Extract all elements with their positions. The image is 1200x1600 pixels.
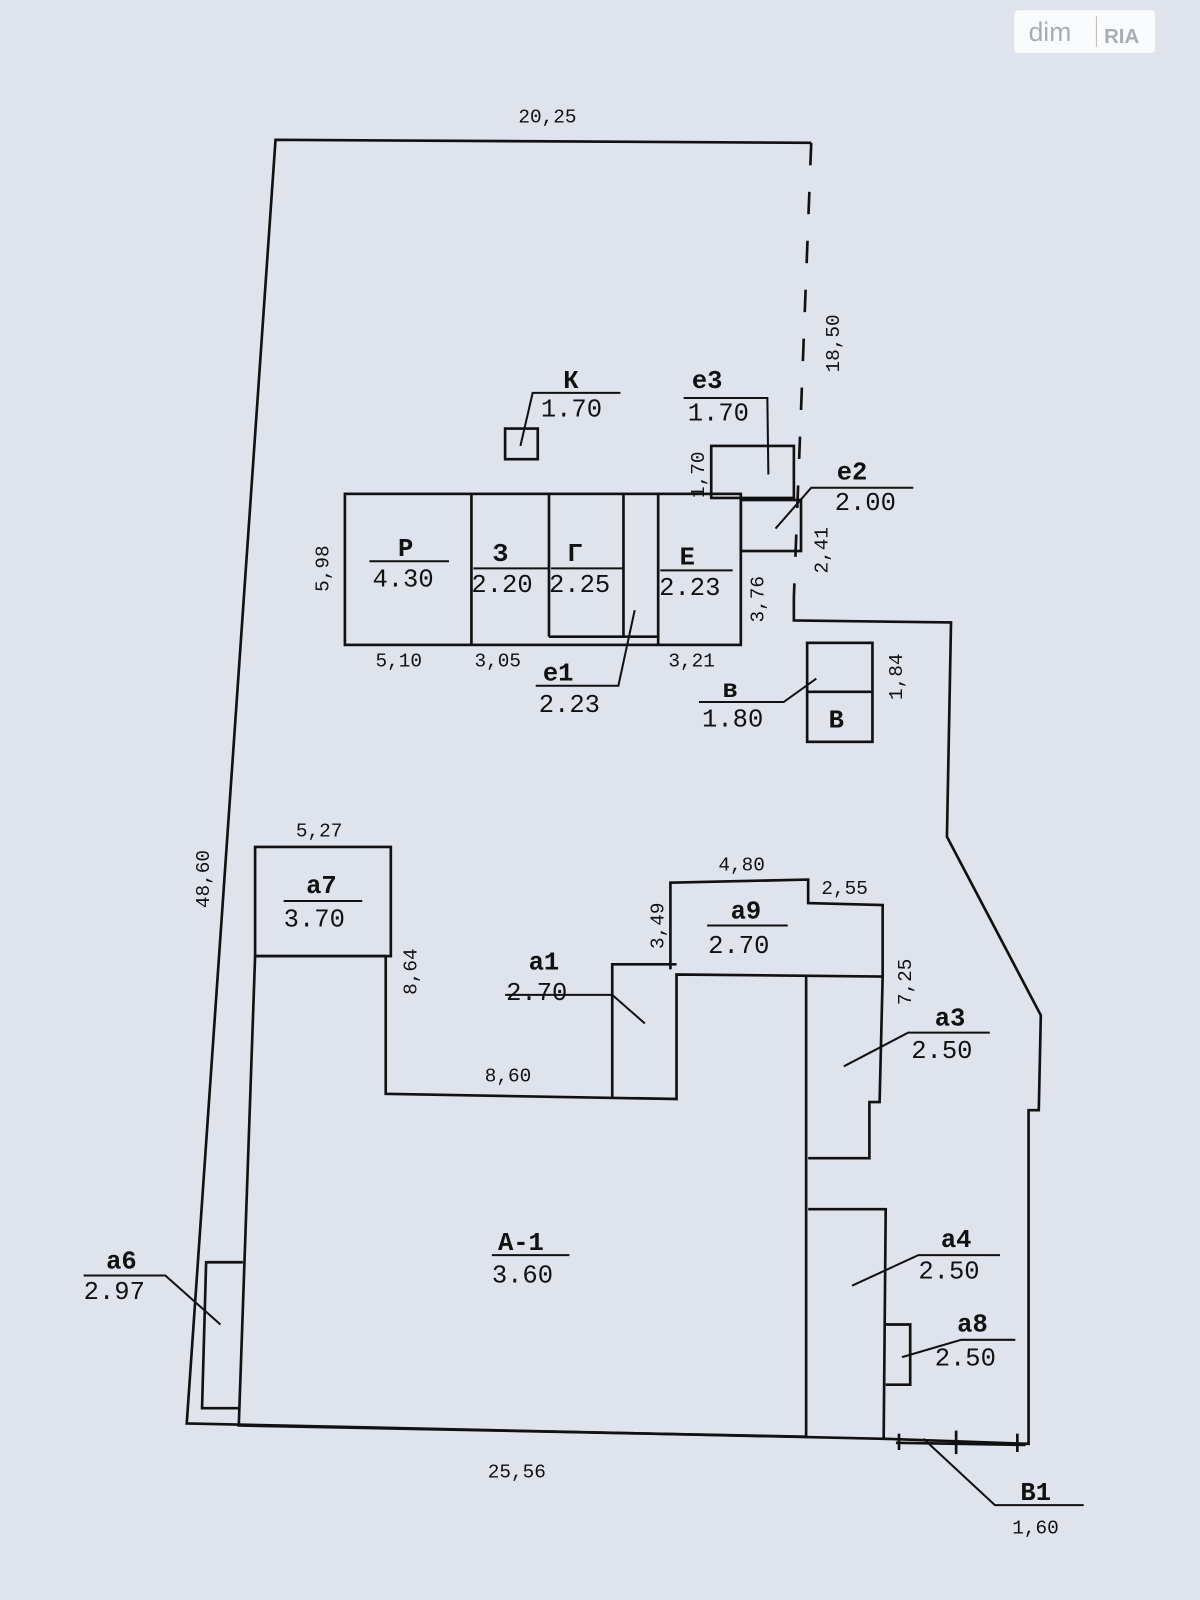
- label-a1: а1: [529, 948, 560, 977]
- height-a9: 2.70: [708, 932, 769, 961]
- dim-left: 48,60: [193, 850, 215, 908]
- dim-a7-height: 8,64: [400, 948, 422, 995]
- dim-e-width: 3,21: [668, 650, 715, 672]
- height-a4: 2.50: [918, 1258, 979, 1287]
- height-e: 2.23: [659, 574, 720, 603]
- dim-z-width: 3,05: [474, 650, 521, 672]
- label-z: З: [493, 540, 508, 569]
- height-z: 2.20: [471, 571, 532, 600]
- height-a3: 2.50: [911, 1037, 972, 1066]
- dim-a7-width: 5,27: [296, 821, 343, 843]
- dim-a9-width: 4,80: [718, 854, 765, 876]
- watermark-logo: dim RIA: [1014, 10, 1156, 54]
- label-v: В: [829, 707, 844, 736]
- outbuildings: [343, 427, 874, 744]
- dim-e-height: 3,76: [747, 576, 769, 623]
- label-p: Р: [398, 535, 413, 564]
- label-a6: а6: [106, 1247, 137, 1276]
- label-g: Г: [567, 540, 582, 569]
- label-v-small: в: [722, 676, 737, 705]
- height-g: 2.25: [549, 571, 610, 600]
- dim-p-height: 5,98: [313, 545, 335, 592]
- height-k: 1.70: [541, 395, 602, 424]
- dim-e3-height: 1,70: [688, 451, 710, 498]
- dim-top: 20,25: [518, 106, 576, 128]
- height-e2: 2.00: [835, 489, 896, 518]
- height-p: 4.30: [372, 566, 433, 595]
- dim-right: 18,50: [823, 314, 845, 372]
- label-e1: е1: [543, 660, 574, 689]
- dim-a9-height: 3,49: [647, 902, 669, 949]
- dim-a9-step: 2,55: [821, 878, 868, 900]
- height-v-small: 1.80: [702, 706, 763, 735]
- label-a4: а4: [941, 1226, 972, 1255]
- label-a8: а8: [957, 1311, 988, 1340]
- height-a8: 2.50: [935, 1344, 996, 1373]
- dim-a3-height: 7,25: [895, 959, 917, 1006]
- svg-text:RIA: RIA: [1104, 26, 1139, 48]
- dim-p-width: 5,10: [376, 650, 423, 672]
- dim-bottom: 25,56: [488, 1462, 546, 1484]
- height-a1: 2.70: [506, 979, 567, 1008]
- label-a7: а7: [306, 872, 337, 901]
- dim-v-height: 1,84: [886, 653, 908, 700]
- height-a-main: 3.60: [492, 1262, 553, 1291]
- height-a7: 3.70: [284, 906, 345, 935]
- label-a9: а9: [731, 897, 762, 926]
- main-house: [200, 845, 1026, 1455]
- label-e3: е3: [692, 367, 723, 396]
- height-e1: 2.23: [539, 691, 600, 720]
- svg-text:dim: dim: [1029, 17, 1072, 47]
- height-e3: 1.70: [688, 399, 749, 428]
- dim-e2-height: 2,41: [812, 527, 834, 574]
- dim-notch-width: 8,60: [485, 1066, 532, 1088]
- height-a6: 2.97: [84, 1278, 145, 1307]
- label-e2: е2: [837, 459, 868, 488]
- label-k: К: [563, 367, 579, 396]
- leader-lines: [83, 391, 1084, 1507]
- label-a-main: А-1: [498, 1229, 544, 1258]
- label-e: Е: [680, 543, 695, 572]
- label-v1: В1: [1020, 1479, 1051, 1508]
- label-a3: а3: [935, 1005, 966, 1034]
- plot-boundary: [185, 138, 1043, 1446]
- dim-v1-width: 1,60: [1012, 1518, 1059, 1540]
